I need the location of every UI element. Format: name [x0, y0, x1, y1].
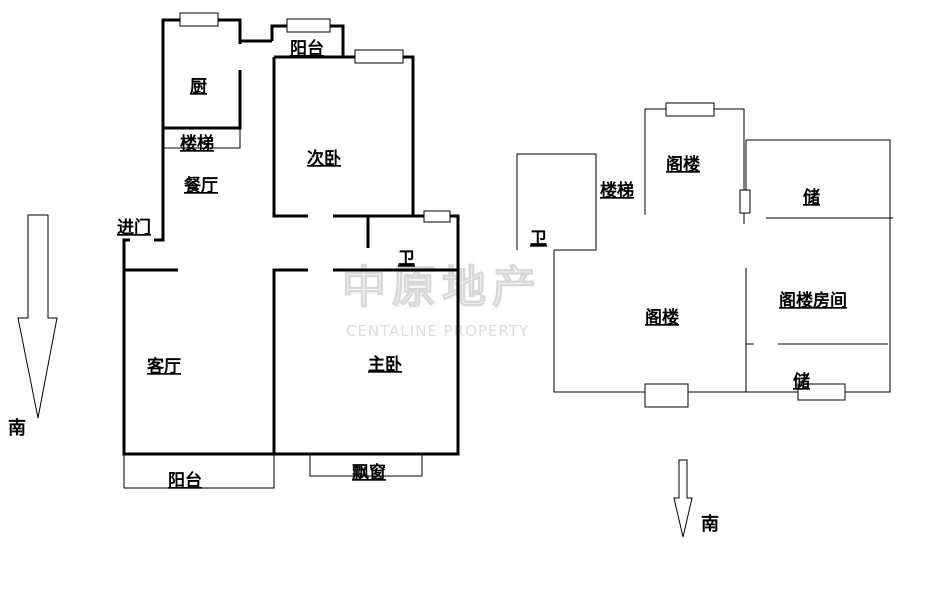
- master-bedroom-label: 主卧: [368, 354, 402, 375]
- loft-floor-plan: 卫 楼梯 阁楼 储 阁楼 阁楼房间 储: [516, 102, 893, 408]
- loft-bath-box: [516, 153, 597, 251]
- loft-room-label: 阁楼房间: [779, 290, 847, 311]
- second-bedroom-walls: [272, 55, 415, 218]
- second-bedroom-window: [354, 49, 404, 64]
- bottom-balcony-box: [123, 454, 275, 489]
- loft-left-wall: [553, 139, 891, 393]
- compass-right: 南: [673, 459, 719, 538]
- storage-bottom-window: [797, 383, 846, 401]
- kitchen-walls: [161, 18, 242, 130]
- living-walls: [122, 270, 460, 456]
- bottom-balcony-label: 阳台: [168, 470, 202, 491]
- loft-top-window: [665, 102, 715, 117]
- dining-left-wall: [154, 128, 165, 242]
- kitchen-label: 厨: [190, 77, 207, 97]
- main-floor-plan: 厨 阳台 楼梯 次卧 餐厅 进门 卫 客厅 主卧 阳台 飘窗: [117, 12, 460, 491]
- bathroom-label: 卫: [398, 249, 415, 269]
- compass-left-label: 南: [8, 417, 26, 439]
- living-room-label: 客厅: [146, 356, 181, 377]
- loft-stairs-label: 楼梯: [600, 180, 634, 201]
- top-balcony-window: [286, 18, 331, 33]
- bathroom-window: [423, 210, 451, 223]
- watermark: 中原地产 CENTALINE PROPERTY: [341, 261, 536, 340]
- stairs-label: 楼梯: [180, 133, 214, 154]
- storage-bottom-label: 储: [793, 371, 810, 392]
- storage-top-label: 储: [803, 187, 820, 208]
- loft-bottom-window: [644, 383, 689, 408]
- watermark-english: CENTALINE PROPERTY: [346, 322, 529, 340]
- loft-bath-label: 卫: [530, 229, 547, 249]
- entrance-label: 进门: [117, 217, 151, 238]
- top-balcony-label: 阳台: [290, 38, 324, 59]
- loft-top-label: 阁楼: [666, 154, 700, 175]
- loft-main-label: 阁楼: [645, 307, 679, 328]
- south-arrow-icon: [673, 459, 693, 538]
- compass-right-label: 南: [701, 513, 719, 535]
- compass-left: 南: [8, 214, 58, 439]
- entrance-wall: [122, 238, 130, 270]
- south-arrow-icon: [17, 214, 58, 419]
- second-bedroom-label: 次卧: [307, 148, 341, 169]
- bay-window-label: 飘窗: [352, 462, 386, 483]
- dining-label: 餐厅: [184, 175, 218, 196]
- kitchen-window: [179, 12, 219, 27]
- living-master-divider: [272, 268, 308, 454]
- bay-window-box: [309, 454, 423, 477]
- loft-side-window: [739, 189, 751, 214]
